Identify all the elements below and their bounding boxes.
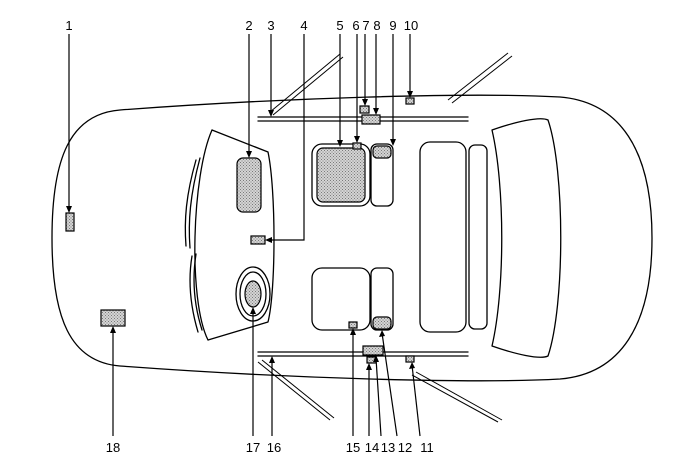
dashboard xyxy=(207,129,275,341)
top-antenna xyxy=(269,52,513,116)
callout-3: 3 xyxy=(267,18,274,33)
front-left-seat xyxy=(311,143,394,207)
callout-labels: 1 2 3 4 5 6 7 8 9 10 11 12 13 14 15 16 1… xyxy=(65,18,433,455)
driver-side-airbag xyxy=(236,157,262,213)
callout-13: 13 xyxy=(381,440,395,455)
callout-15: 15 xyxy=(346,440,360,455)
front-right-seat xyxy=(311,267,394,331)
side-module-11 xyxy=(405,355,415,363)
seat-sensor-right xyxy=(348,321,358,329)
wiper-lower xyxy=(189,253,203,333)
rear-window xyxy=(491,118,562,358)
rear-seat xyxy=(419,141,488,333)
callout-9: 9 xyxy=(389,18,396,33)
side-module-14 xyxy=(362,345,384,356)
callout-10: 10 xyxy=(404,18,418,33)
callout-4: 4 xyxy=(300,18,307,33)
callout-1: 1 xyxy=(65,18,72,33)
callout-18: 18 xyxy=(106,440,120,455)
callout-14: 14 xyxy=(365,440,379,455)
callout-5: 5 xyxy=(336,18,343,33)
side-module-7 xyxy=(359,105,370,114)
car-body-outline xyxy=(51,94,653,382)
side-module-10 xyxy=(405,97,415,105)
callout-6: 6 xyxy=(352,18,359,33)
callout-2: 2 xyxy=(245,18,252,33)
dash-module xyxy=(250,235,266,245)
right-front-module xyxy=(100,309,126,327)
seat-sensor-left xyxy=(352,142,362,150)
side-module-8 xyxy=(361,114,381,125)
callout-16: 16 xyxy=(267,440,281,455)
callout-17: 17 xyxy=(246,440,260,455)
windshield xyxy=(194,129,213,341)
callout-11: 11 xyxy=(420,440,434,455)
leader-lines xyxy=(66,34,421,437)
wiper-upper xyxy=(184,157,201,249)
callout-8: 8 xyxy=(373,18,380,33)
callout-12: 12 xyxy=(398,440,412,455)
callout-7: 7 xyxy=(362,18,369,33)
left-front-module xyxy=(65,212,75,232)
